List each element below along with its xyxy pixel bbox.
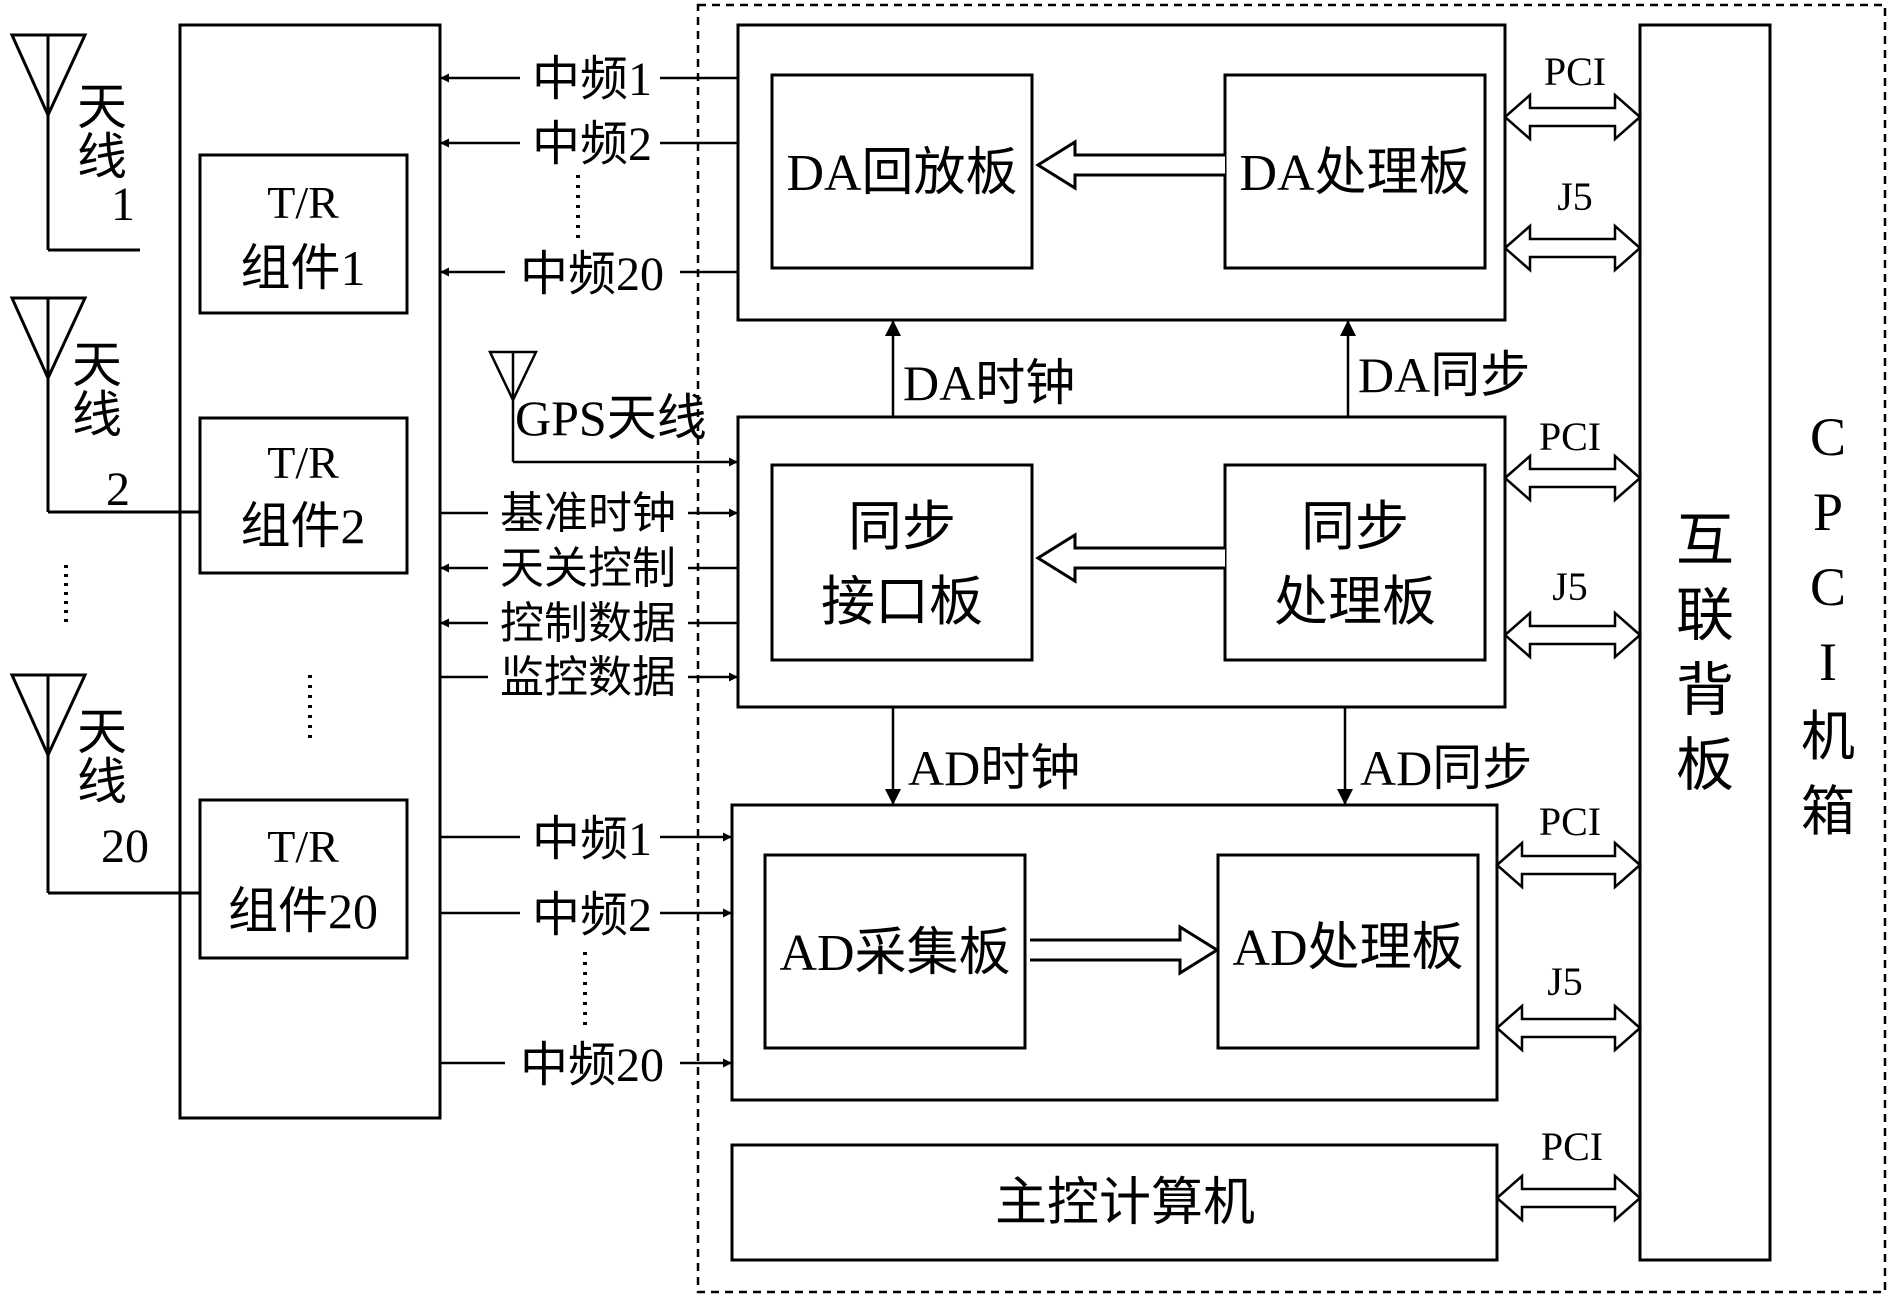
ad-clock-label: AD时钟 <box>908 740 1080 796</box>
tr-module-1: T/R 组件1 <box>198 153 409 315</box>
chassis-char-6: 箱 <box>1801 782 1855 842</box>
j5-label-ad: J5 <box>1547 959 1583 1004</box>
chassis-char-5: 机 <box>1801 707 1855 767</box>
pci-arrow-da <box>1503 92 1642 142</box>
tr-module-line2: 组件20 <box>228 883 378 939</box>
sync-interface-label-2: 接口板 <box>821 572 983 632</box>
tr-module-20: T/R 组件20 <box>198 798 409 960</box>
antenna-number: 1 <box>111 178 135 231</box>
da-clock-label: DA时钟 <box>903 355 1075 411</box>
sync-interface-label-1: 同步 <box>848 497 956 557</box>
pci-arrow-ad <box>1495 840 1642 890</box>
sync-interface-board <box>770 463 1034 662</box>
signal-antenna-switch: 天关控制 <box>500 544 676 593</box>
interconnect-backplane: 互 联 背 板 <box>1638 23 1772 1262</box>
sync-processing-label-2: 处理板 <box>1274 572 1436 632</box>
pci-label-da: PCI <box>1544 49 1606 94</box>
tr-module-line1: T/R <box>267 437 339 488</box>
tr-module-line1: T/R <box>267 821 339 872</box>
antenna-number: 2 <box>106 463 130 516</box>
pci-arrow-sync <box>1503 453 1642 503</box>
bus-arrows <box>1495 92 1642 1223</box>
bus-labels: PCI J5 PCI J5 PCI J5 PCI <box>1539 49 1606 1169</box>
antenna-number: 20 <box>101 820 149 873</box>
ad-processing-label: AD处理板 <box>1232 920 1463 977</box>
master-computer-label: 主控计算机 <box>995 1175 1255 1232</box>
da-processing-label: DA处理板 <box>1239 145 1470 202</box>
antenna-label: 天线 <box>70 80 126 180</box>
sync-board-group: 同步 接口板 同步 处理板 <box>736 415 1507 709</box>
j5-arrow-sync <box>1503 610 1642 660</box>
signal-control-data: 控制数据 <box>500 599 676 648</box>
antenna-2: 天线 2 <box>9 296 200 516</box>
da-clock-lines <box>885 320 1356 417</box>
gps-antenna: GPS天线 <box>488 350 738 467</box>
antenna-label: 天线 <box>70 705 126 805</box>
j5-label-sync: J5 <box>1552 564 1588 609</box>
tr-module-2: T/R 组件2 <box>198 416 409 575</box>
da-if-label-1: 中频1 <box>532 53 652 106</box>
signal-monitor-data: 监控数据 <box>500 653 676 702</box>
pci-label-master: PCI <box>1541 1124 1603 1169</box>
j5-arrow-da <box>1503 223 1642 273</box>
gps-antenna-icon <box>488 350 738 467</box>
chassis-label: C P C I 机 箱 <box>1801 407 1855 842</box>
da-board-group: DA回放板 DA处理板 <box>736 23 1507 322</box>
ad-sync-label: AD同步 <box>1360 740 1532 796</box>
ad-data-arrow <box>1030 924 1220 976</box>
antenna-icon <box>9 33 140 252</box>
tr-module-line1: T/R <box>267 177 339 228</box>
da-data-arrow <box>1035 139 1225 191</box>
antenna-icon <box>9 296 200 514</box>
backplane-char-4: 板 <box>1676 733 1734 798</box>
backplane-char-3: 背 <box>1676 658 1734 723</box>
j5-arrow-ad <box>1495 1003 1642 1053</box>
tr-module-line2: 组件2 <box>241 498 366 554</box>
gps-label: GPS天线 <box>515 390 707 446</box>
chassis-char-4: I <box>1819 632 1837 692</box>
cpci-chassis-border <box>696 3 1887 1294</box>
da-playback-label: DA回放板 <box>786 145 1017 202</box>
ad-if-label-20: 中频20 <box>520 1039 664 1092</box>
antenna-1: 天线 1 <box>9 33 140 252</box>
ad-if-lines <box>440 832 732 1068</box>
j5-label-da: J5 <box>1557 174 1593 219</box>
ad-clock-lines <box>885 707 1353 805</box>
da-playback-board <box>770 73 1034 270</box>
antenna-20: 天线 20 <box>9 673 200 895</box>
ad-if-label-2: 中频2 <box>532 889 652 942</box>
da-if-label-2: 中频2 <box>532 118 652 171</box>
pci-arrow-master <box>1495 1173 1642 1223</box>
ad-processing-board <box>1216 853 1480 1050</box>
pci-label-sync: PCI <box>1539 414 1601 459</box>
antenna-icon <box>9 673 200 895</box>
pci-label-ad: PCI <box>1539 799 1601 844</box>
ad-acquisition-label: AD采集板 <box>779 925 1010 982</box>
chassis-char-1: C <box>1810 407 1846 467</box>
sync-processing-label-1: 同步 <box>1301 497 1409 557</box>
sync-data-arrow <box>1035 532 1225 584</box>
da-if-label-20: 中频20 <box>520 248 664 301</box>
backplane-char-1: 互 <box>1676 508 1734 573</box>
signal-ref-clock: 基准时钟 <box>500 489 676 538</box>
chassis-char-2: P <box>1813 482 1843 542</box>
da-sync-label: DA同步 <box>1358 347 1530 403</box>
tr-module-line2: 组件1 <box>241 240 366 296</box>
ad-board-group: AD采集板 AD处理板 <box>730 803 1499 1102</box>
ad-acquisition-board <box>763 853 1027 1050</box>
master-computer: 主控计算机 <box>730 1143 1499 1262</box>
ad-if-label-1: 中频1 <box>532 813 652 866</box>
antenna-label: 天线 <box>65 338 121 438</box>
da-if-lines <box>440 73 738 277</box>
chassis-char-3: C <box>1810 557 1846 617</box>
backplane-char-2: 联 <box>1676 583 1734 648</box>
